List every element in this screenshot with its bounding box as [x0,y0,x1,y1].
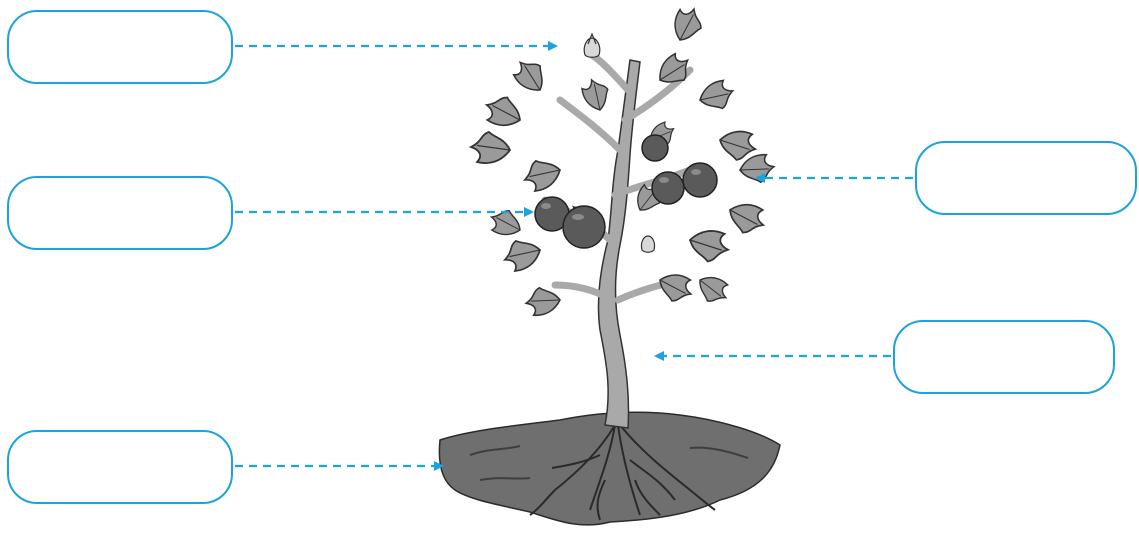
label-box-leaf[interactable] [915,141,1137,215]
label-box-fruit[interactable] [7,176,233,250]
label-box-root[interactable] [7,430,233,504]
soil [439,412,780,525]
label-box-stem[interactable] [893,320,1115,394]
label-box-flower[interactable] [7,10,233,84]
